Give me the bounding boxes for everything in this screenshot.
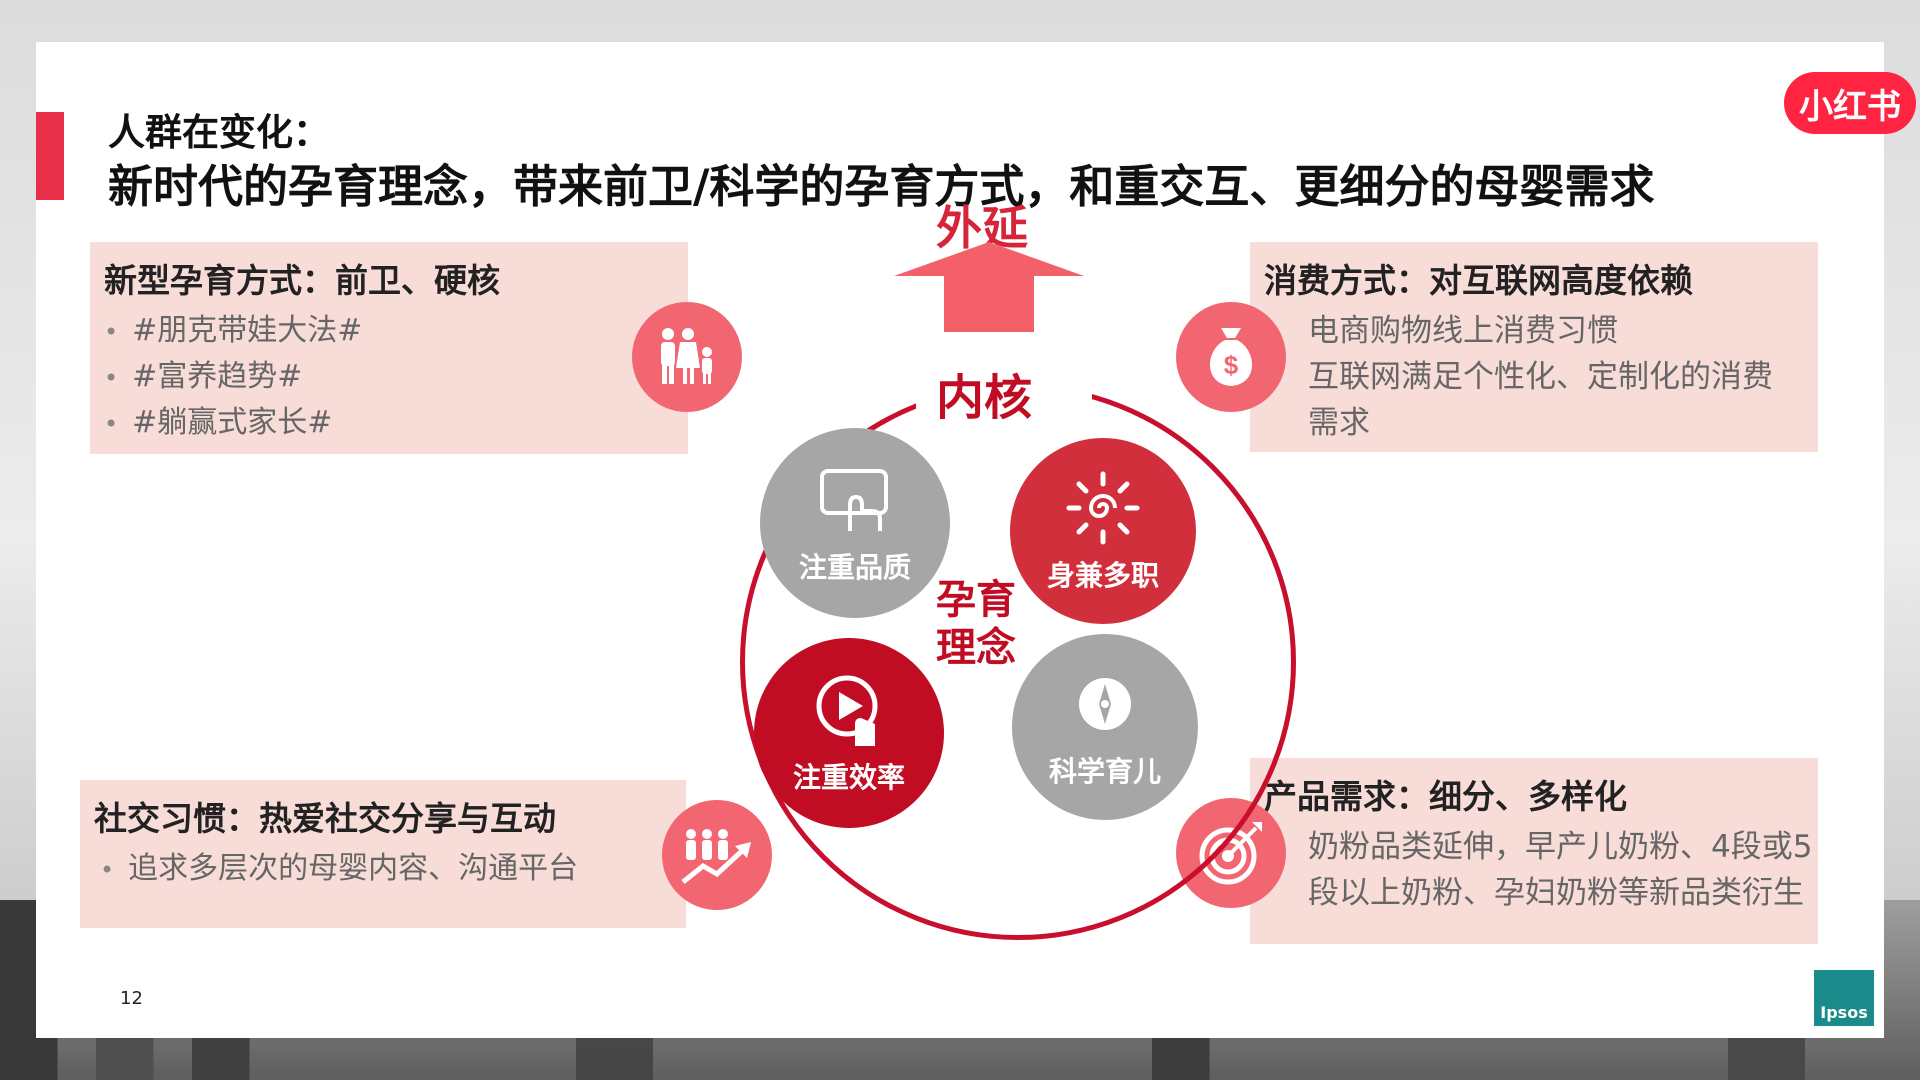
title-accent-bar [36,112,64,200]
page-number: 12 [120,988,143,1009]
svg-text:$: $ [1224,350,1239,380]
box-text: 奶粉品类延伸，早产儿奶粉、4段或5 段以上奶粉、孕妇奶粉等新品类衍生 [1308,824,1812,916]
text-line: 电商购物线上消费习惯 [1308,313,1618,349]
money-bag-icon: $ [1176,302,1286,412]
center-label-line1: 孕育 [936,577,1016,623]
box-social: 社交习惯：热爱社交分享与互动 追求多层次的母婴内容、沟通平台 [80,780,686,928]
xiaohongshu-logo: 小红书 [1784,72,1916,134]
box-title: 社交习惯：热爱社交分享与互动 [94,799,556,838]
slide-title-line2: 新时代的孕育理念，带来前卫/科学的孕育方式，和重交互、更细分的母婴需求 [108,160,1655,213]
center-label: 孕育 理念 [936,576,1016,672]
growth-people-icon [662,800,772,910]
text-line: 段以上奶粉、孕妇奶粉等新品类衍生 [1308,875,1804,911]
box-text: 电商购物线上消费习惯 互联网满足个性化、定制化的消费 需求 [1308,308,1773,446]
list-item: #朋克带娃大法# [104,308,362,354]
ipsos-logo: Ipsos [1814,970,1874,1026]
ring-gap [916,354,1092,430]
up-arrow-icon [894,242,1084,332]
inner-label: 内核 [936,370,1033,426]
box-product-demand: 产品需求：细分、多样化 奶粉品类延伸，早产儿奶粉、4段或5 段以上奶粉、孕妇奶粉… [1250,758,1818,944]
box-new-parenting: 新型孕育方式：前卫、硬核 #朋克带娃大法# #富养趋势# #躺赢式家长# [90,242,688,454]
center-label-line2: 理念 [936,625,1016,671]
bullet-list: 追求多层次的母婴内容、沟通平台 [100,846,578,892]
concept-label: 身兼多职 [1046,559,1159,592]
compass-icon [1073,664,1137,744]
concept-efficiency: 注重效率 [754,638,944,828]
list-item: #富养趋势# [104,354,362,400]
box-title: 新型孕育方式：前卫、硬核 [104,261,500,300]
concept-label: 科学育儿 [1048,755,1161,788]
slide-title-line1: 人群在变化： [108,111,330,154]
sun-spiral-icon [1065,468,1141,548]
concept-quality: 注重品质 [760,428,950,618]
text-line: 奶粉品类延伸，早产儿奶粉、4段或5 [1308,829,1813,865]
list-item: 追求多层次的母婴内容、沟通平台 [100,846,578,892]
concept-label: 注重效率 [792,761,905,794]
text-line: 需求 [1308,405,1370,441]
slide-card: 人群在变化： 新时代的孕育理念，带来前卫/科学的孕育方式，和重交互、更细分的母婴… [36,42,1916,1038]
concept-science: 科学育儿 [1012,634,1198,820]
box-title: 消费方式：对互联网高度依赖 [1264,261,1693,300]
text-line: 互联网满足个性化、定制化的消费 [1308,359,1773,395]
family-icon [632,302,742,412]
box-consumption: 消费方式：对互联网高度依赖 电商购物线上消费习惯 互联网满足个性化、定制化的消费… [1250,242,1818,452]
list-item: #躺赢式家长# [104,400,362,446]
concept-multi-role: 身兼多职 [1010,438,1196,624]
box-title: 产品需求：细分、多样化 [1264,777,1627,816]
play-touch-icon [811,670,887,750]
concept-label: 注重品质 [798,551,911,584]
tablet-touch-icon [810,460,900,540]
bullet-list: #朋克带娃大法# #富养趋势# #躺赢式家长# [104,308,362,446]
